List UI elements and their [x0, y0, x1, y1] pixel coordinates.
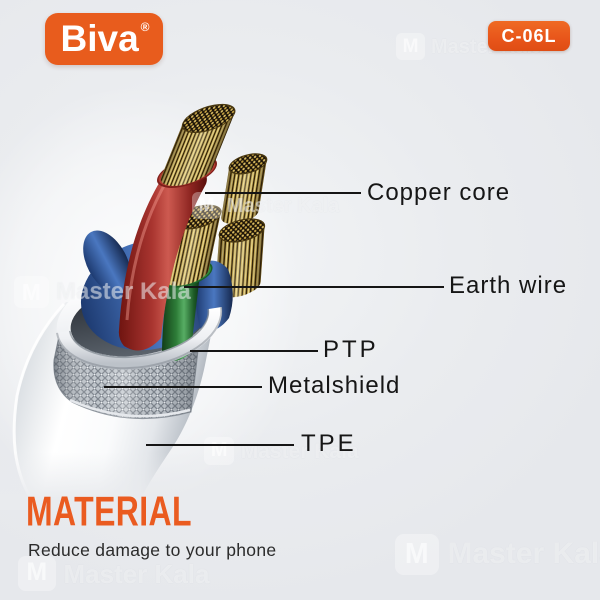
- red-wire: [118, 158, 207, 351]
- master-kala-logo-icon: M: [192, 192, 221, 219]
- watermark: M Master Kala: [18, 556, 210, 592]
- cable-bottom-fade: [0, 452, 300, 510]
- master-kala-logo-icon: M: [395, 534, 439, 575]
- tagline: Reduce damage to your phone: [28, 540, 277, 560]
- master-kala-logo-icon: M: [18, 556, 56, 592]
- watermark-text: Master Kala: [447, 537, 600, 571]
- watermark-text: Master Kala: [55, 278, 191, 306]
- metalshield-line: [104, 386, 262, 388]
- watermark: M Master Kala: [192, 192, 339, 219]
- copper-bundle-upper-right: [221, 153, 268, 224]
- brand-name: Biva: [60, 17, 139, 59]
- ptp-line: [190, 350, 318, 352]
- watermark: M Master Kala: [14, 276, 191, 309]
- biva-logo: Biva®: [45, 13, 163, 65]
- master-kala-logo-icon: M: [396, 33, 425, 60]
- metalshield-label: Metalshield: [268, 372, 401, 399]
- ptp-ring-front: [56, 306, 223, 370]
- earth-wire-green: [161, 266, 200, 361]
- master-kala-logo-icon: M: [14, 276, 49, 309]
- registered-mark: ®: [140, 20, 150, 34]
- watermark: M Master Kala: [395, 534, 600, 575]
- tpe-label: TPE: [301, 430, 357, 457]
- model-code: C-06L: [501, 25, 557, 46]
- copper-bundle-top-left: [157, 103, 236, 188]
- earth-wire-line: [184, 286, 444, 288]
- watermark-text: Master Kala: [63, 558, 210, 589]
- model-badge: C-06L: [488, 21, 570, 51]
- material-heading: MATERIAL: [26, 487, 192, 535]
- watermark-text: Master Kala: [227, 194, 340, 217]
- ptp-label: PTP: [323, 336, 379, 363]
- earth-wire-label: Earth wire: [449, 272, 568, 299]
- tpe-line: [146, 444, 294, 446]
- copper-core-label: Copper core: [367, 179, 511, 206]
- master-kala-logo-icon: M: [204, 437, 235, 466]
- red-wire-highlight: [125, 171, 174, 321]
- copper-core-line: [205, 192, 361, 194]
